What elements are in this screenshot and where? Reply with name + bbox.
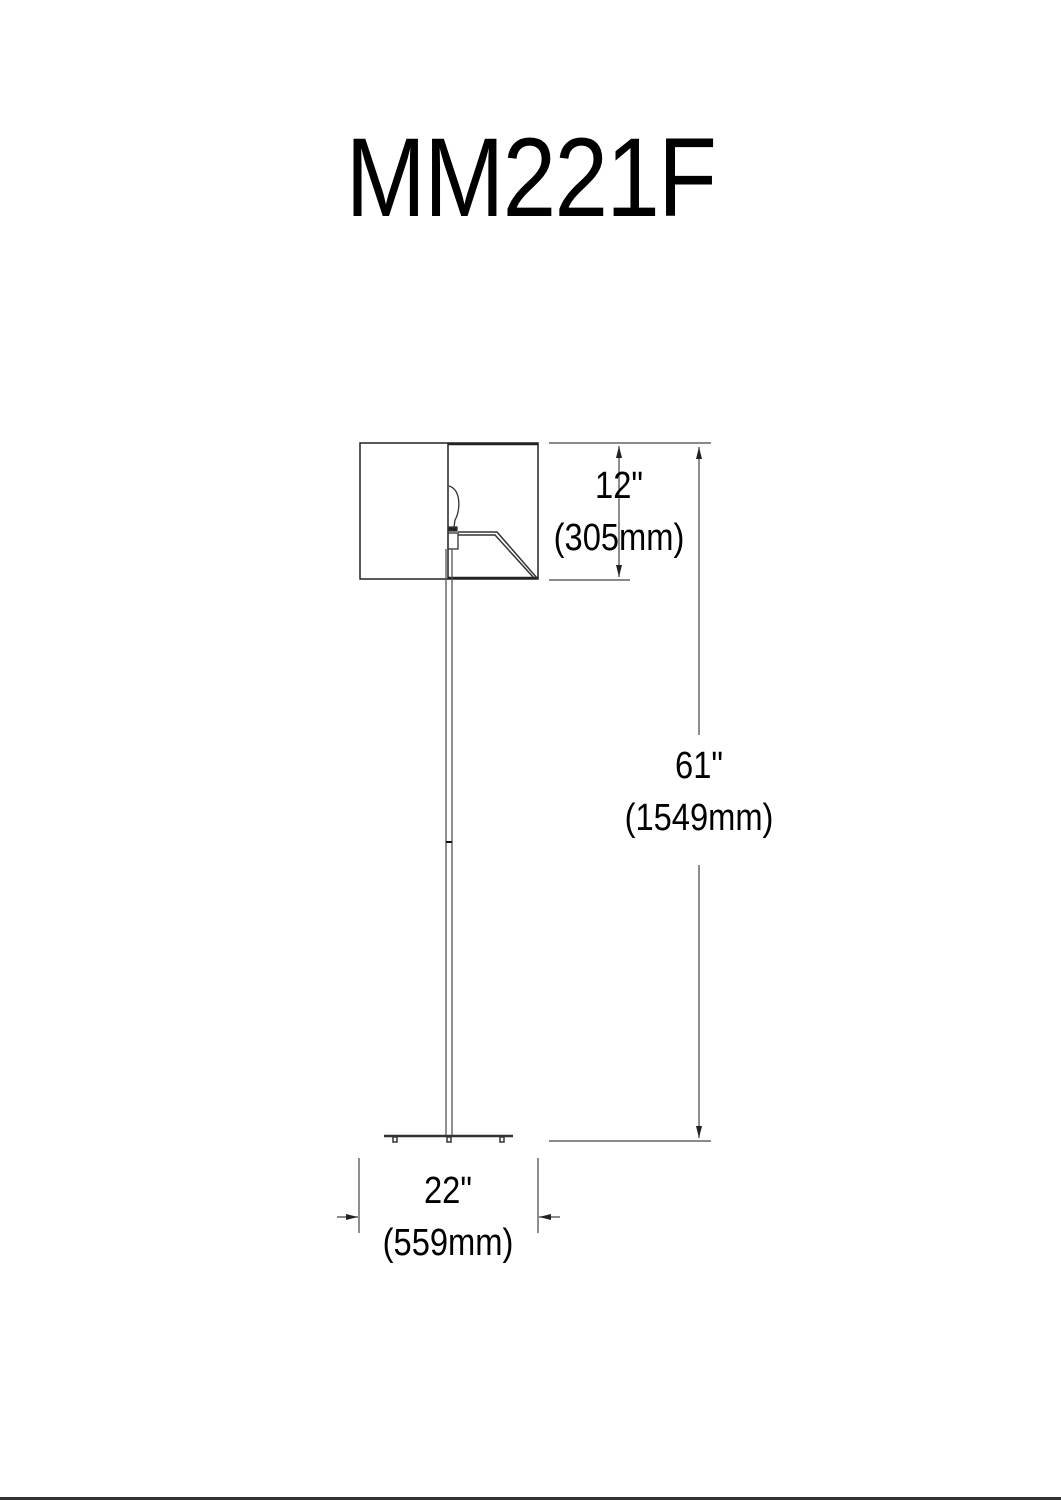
overall-height-imperial: 61"	[675, 744, 723, 787]
shade-support-arm	[458, 531, 538, 579]
overall-height-dimension	[549, 447, 711, 1142]
lamp-stem	[445, 549, 453, 1137]
overall-height-metric: (1549mm)	[625, 796, 774, 839]
base-width-metric: (559mm)	[383, 1221, 514, 1264]
base-width-dimension	[337, 1158, 560, 1233]
lamp-base	[384, 1134, 513, 1143]
page-bottom-border	[0, 1497, 1061, 1500]
shade-height-metric: (305mm)	[554, 516, 685, 559]
shade-height-dimension	[549, 442, 711, 581]
lamp-shade	[359, 442, 539, 580]
bulb-icon	[447, 485, 460, 550]
shade-height-imperial: 12"	[595, 464, 643, 507]
base-width-imperial: 22"	[424, 1169, 472, 1212]
model-title: MM221F	[345, 115, 717, 240]
